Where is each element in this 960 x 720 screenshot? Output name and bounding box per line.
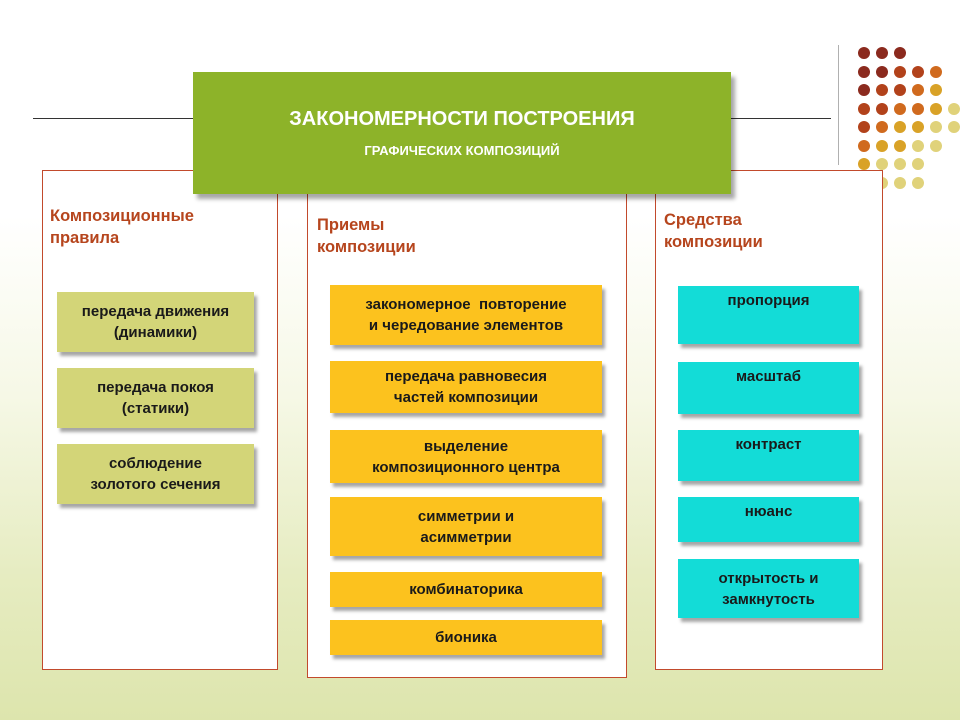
- item-line: частей композиции: [393, 389, 539, 406]
- heading-techniques-line1: Приемы: [317, 216, 385, 234]
- decorative-dot: [876, 139, 888, 152]
- means-item-proportion: пропорция: [678, 286, 859, 344]
- heading-techniques-line2: композиции: [317, 238, 416, 256]
- rule-item-golden-section: соблюдение золотого сечения: [57, 444, 254, 504]
- decorative-dot: [930, 65, 942, 78]
- item-line: выделение: [423, 437, 509, 455]
- rule-item-movement: передача движения (динамики): [57, 292, 254, 352]
- item-line: нюанс: [744, 503, 793, 520]
- decorative-dot: [930, 139, 942, 152]
- right-vertical-rule: [838, 45, 839, 165]
- decorative-dot: [894, 47, 906, 59]
- diagram-title: ЗАКОНОМЕРНОСТИ ПОСТРОЕНИЯ: [289, 108, 635, 130]
- decorative-dot: [858, 84, 870, 96]
- decorative-dot: [912, 84, 924, 96]
- rule-item-rest: передача покоя (статики): [57, 368, 254, 428]
- decorative-dot: [876, 121, 888, 133]
- decorative-dot: [948, 121, 960, 133]
- decorative-dot: [876, 158, 888, 170]
- technique-item-center: выделение композиционного центра: [330, 430, 602, 483]
- item-line: асимметрии: [420, 528, 512, 546]
- item-line: закономерное повторение: [365, 296, 567, 313]
- decorative-dot: [912, 65, 924, 78]
- decorative-dot: [912, 139, 924, 152]
- decorative-dot: [912, 102, 924, 115]
- heading-means-line2: композиции: [664, 233, 763, 251]
- item-line: симметрии и: [417, 507, 515, 525]
- decorative-dot: [894, 121, 906, 133]
- decorative-dot: [930, 121, 942, 133]
- decorative-dot: [912, 176, 924, 189]
- technique-item-combinatorics: комбинаторика: [330, 572, 602, 607]
- item-line: бионика: [435, 629, 497, 646]
- decorative-dot: [930, 102, 942, 115]
- technique-item-bionics: бионика: [330, 620, 602, 655]
- technique-item-symmetry: симметрии и асимметрии: [330, 497, 602, 556]
- item-line: контраст: [735, 436, 802, 453]
- top-rule-left: [33, 118, 193, 119]
- top-rule-right: [731, 118, 831, 119]
- item-line: масштаб: [735, 368, 802, 385]
- item-line: передача равновесия: [384, 368, 548, 385]
- means-item-contrast: контраст: [678, 430, 859, 481]
- item-line: передача покоя: [97, 379, 214, 396]
- decorative-dot: [858, 139, 870, 152]
- heading-rules-line2: правила: [50, 229, 120, 247]
- decorative-dot: [876, 65, 888, 78]
- means-item-openness: открытость и замкнутость: [678, 559, 859, 618]
- decorative-dot: [894, 158, 906, 170]
- heading-techniques: Приемы композиции: [317, 214, 416, 258]
- means-item-nuance: нюанс: [678, 497, 859, 542]
- item-line: (динамики): [113, 324, 198, 341]
- decorative-dot: [894, 65, 906, 78]
- technique-item-balance: передача равновесия частей композиции: [330, 361, 602, 413]
- item-line: пропорция: [727, 292, 810, 309]
- decorative-dot: [858, 158, 870, 170]
- item-line: соблюдение: [108, 455, 202, 472]
- heading-rules-line1: Композиционные: [50, 207, 194, 225]
- item-line: открытость и: [718, 569, 819, 587]
- decorative-dot: [948, 102, 960, 115]
- heading-means-line1: Средства: [664, 211, 742, 229]
- item-line: композиционного центра: [372, 458, 560, 476]
- decorative-dot: [894, 176, 906, 189]
- decorative-dot: [876, 84, 888, 96]
- heading-rules: Композиционные правила: [50, 205, 194, 249]
- diagram-subtitle: ГРАФИЧЕСКИХ КОМПОЗИЦИЙ: [364, 143, 560, 158]
- item-line: и чередование элементов: [368, 317, 564, 334]
- decorative-dot: [894, 102, 906, 115]
- decorative-dot: [912, 121, 924, 133]
- decorative-dot: [930, 84, 942, 96]
- diagram-title-box: ЗАКОНОМЕРНОСТИ ПОСТРОЕНИЯ ГРАФИЧЕСКИХ КО…: [193, 72, 731, 194]
- item-line: комбинаторика: [409, 581, 523, 598]
- decorative-dot: [858, 65, 870, 78]
- decorative-dot: [858, 47, 870, 59]
- decorative-dot: [894, 84, 906, 96]
- item-line: (статики): [121, 400, 190, 417]
- decorative-dot: [876, 102, 888, 115]
- item-line: замкнутость: [722, 590, 815, 608]
- decorative-dot: [912, 158, 924, 170]
- technique-item-repetition: закономерное повторение и чередование эле…: [330, 285, 602, 345]
- decorative-dot: [894, 139, 906, 152]
- decorative-dot: [858, 121, 870, 133]
- decorative-dot: [858, 102, 870, 115]
- decorative-dot: [876, 47, 888, 59]
- item-line: золотого сечения: [90, 476, 221, 493]
- means-item-scale: масштаб: [678, 362, 859, 414]
- heading-means: Средства композиции: [664, 209, 763, 253]
- item-line: передача движения: [81, 303, 230, 320]
